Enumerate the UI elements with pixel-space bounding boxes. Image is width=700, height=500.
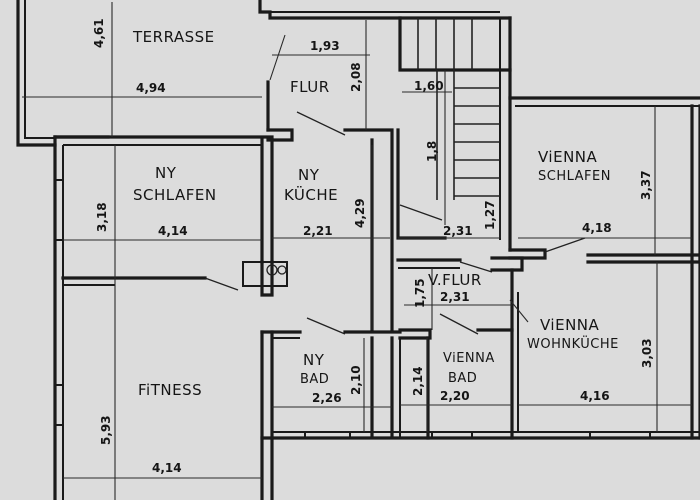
room-label-vienna-schlafen-line2: SCHLAFEN: [538, 169, 611, 184]
room-label-terrasse: TERRASSE: [132, 28, 215, 46]
measurement-flur-height: 2,08: [349, 62, 363, 92]
dimension-lines: [22, 2, 692, 500]
walls: [16, 0, 700, 500]
room-label-vienna-bad-line2: BAD: [448, 371, 477, 386]
room-label-ny-schlafen-line2: SCHLAFEN: [133, 186, 217, 204]
room-label-vienna-wohnkueche-line1: ViENNA: [540, 316, 600, 334]
room-label-vienna-schlafen-line1: ViENNA: [538, 148, 598, 166]
room-label-flur: FLUR: [290, 78, 330, 96]
measurement-vienna-wohnkueche-height: 3,03: [640, 338, 654, 368]
room-labels: TERRASSE FLUR NY SCHLAFEN NY KÜCHE ViENN…: [132, 28, 619, 399]
measurement-terrasse-width: 4,94: [136, 81, 166, 95]
room-label-fitness: FiTNESS: [138, 381, 202, 399]
measurement-ny-bad-width: 2,26: [312, 391, 342, 405]
room-label-ny-kueche-line1: NY: [298, 166, 320, 184]
room-label-ny-bad-line2: BAD: [300, 372, 329, 387]
measurement-hall-depth: 1,27: [483, 200, 497, 230]
measurement-hall-width: 2,31: [443, 224, 473, 238]
room-label-ny-schlafen-line1: NY: [155, 164, 177, 182]
measurement-fitness-height: 5,93: [99, 415, 113, 445]
measurement-ny-kueche-width: 2,21: [303, 224, 333, 238]
room-label-vienna-bad-line1: ViENNA: [443, 351, 495, 366]
measurement-vienna-schlafen-height: 3,37: [639, 170, 653, 200]
measurement-ny-schlafen-width: 4,14: [158, 224, 188, 238]
measurement-stair-length: 1,8: [425, 141, 439, 162]
measurement-terrasse-height: 4,61: [92, 18, 106, 48]
room-label-vienna-wohnkueche-line2: WOHNKÜCHE: [527, 335, 619, 352]
measurement-v-flur-width: 2,31: [440, 290, 470, 304]
measurement-vienna-bad-height: 2,14: [411, 366, 425, 396]
measurement-ny-kueche-height: 4,29: [353, 198, 367, 228]
measurement-stair-landing: 1,60: [414, 79, 444, 93]
measurement-ny-schlafen-height: 3,18: [95, 202, 109, 232]
measurement-ny-bad-height: 2,10: [349, 365, 363, 395]
measurement-labels: 4,61 4,94 1,93 2,08 1,60 1,8 3,18 4,14 2…: [92, 18, 654, 475]
room-label-v-flur: V.FLUR: [428, 271, 482, 289]
measurement-vienna-bad-width: 2,20: [440, 389, 470, 403]
measurement-fitness-width: 4,14: [152, 461, 182, 475]
staircase: [417, 18, 500, 200]
room-label-ny-kueche-line2: KÜCHE: [284, 185, 338, 204]
room-label-ny-bad-line1: NY: [303, 351, 325, 369]
measurement-v-flur-height: 1,75: [413, 278, 427, 308]
measurement-vienna-wohnkueche-width: 4,16: [580, 389, 610, 403]
measurement-flur-width: 1,93: [310, 39, 340, 53]
measurement-vienna-schlafen-width: 4,18: [582, 221, 612, 235]
